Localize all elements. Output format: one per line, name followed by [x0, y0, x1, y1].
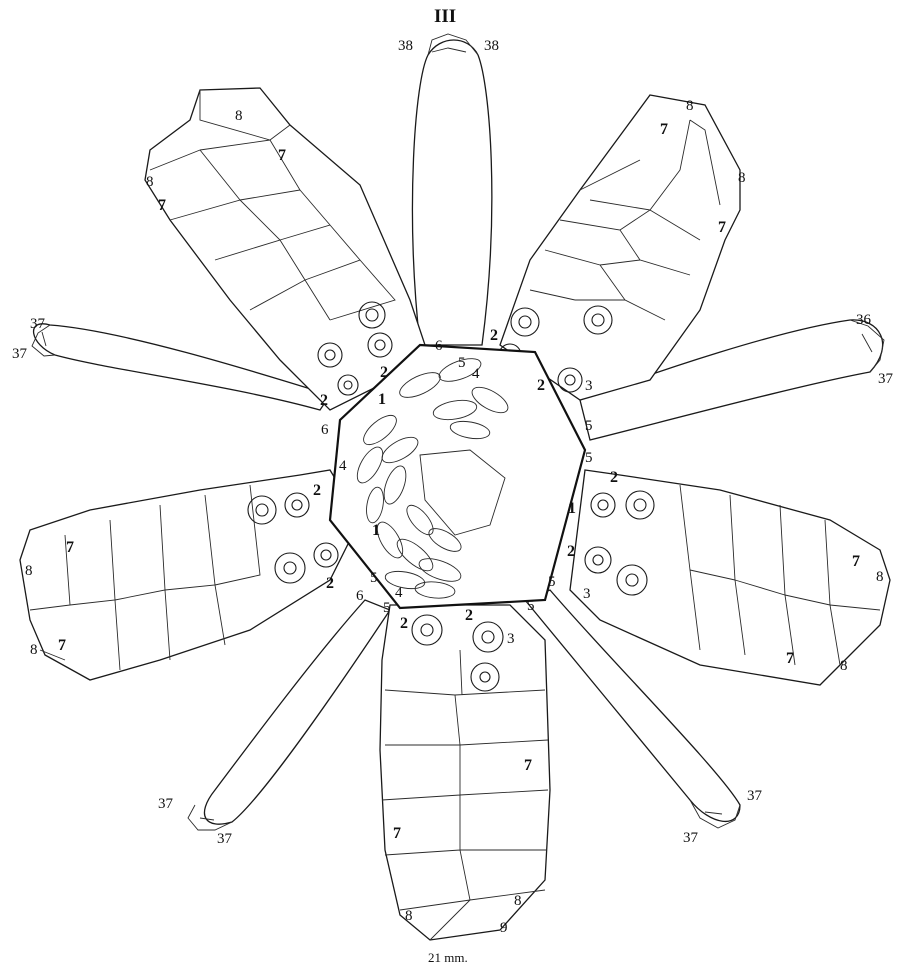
- plate-label-5: 5: [585, 418, 593, 434]
- arm-label-7: 7: [852, 553, 860, 570]
- plate-label-5: 5: [548, 574, 556, 590]
- plate-label-2: 2: [326, 575, 334, 592]
- plate-label-4: 4: [339, 458, 347, 474]
- arm-label-8: 8: [840, 658, 848, 674]
- plate-label-3: 3: [585, 378, 593, 394]
- plate-label-4: 4: [472, 366, 480, 382]
- arm-label-8: 8: [30, 642, 38, 658]
- ray-label-upper-left-a: 37: [30, 316, 46, 332]
- ray-label-top-left: 38: [398, 38, 413, 54]
- plate-label-5: 5: [458, 355, 466, 371]
- ray-label-lower-right-a: 37: [747, 788, 763, 804]
- plate-label-2: 2: [490, 327, 498, 344]
- plate-label-1: 1: [378, 391, 386, 408]
- arm-label-9: 9: [500, 920, 508, 936]
- arm-label-7: 7: [660, 121, 668, 138]
- plate-label-3: 3: [583, 586, 591, 602]
- arm-label-7: 7: [66, 539, 74, 556]
- arm-label-7: 7: [524, 757, 532, 774]
- ray-label-top-right: 38: [484, 38, 499, 54]
- plate-label-5: 5: [527, 598, 535, 614]
- plate-label-2: 2: [610, 469, 618, 486]
- plate-label-6: 6: [356, 588, 364, 604]
- arm-label-7: 7: [393, 825, 401, 842]
- arm-label-7: 7: [786, 650, 794, 667]
- ray-label-upper-left-b: 37: [12, 346, 28, 362]
- arm-label-7: 7: [278, 147, 286, 164]
- arm-label-7: 7: [58, 637, 66, 654]
- arm-label-7: 7: [158, 197, 166, 214]
- arm-label-8: 8: [738, 170, 746, 186]
- arm-label-8: 8: [686, 98, 694, 114]
- plate-label-2: 2: [380, 364, 388, 381]
- ray-label-lower-left-b: 37: [217, 831, 233, 847]
- arm-label-8: 8: [25, 563, 33, 579]
- arm-label-8: 8: [235, 108, 243, 124]
- plate-label-4: 4: [395, 585, 403, 601]
- plate-label-2: 2: [465, 607, 473, 624]
- arm-label-7: 7: [718, 219, 726, 236]
- ray-label-lower-left-a: 37: [158, 796, 174, 812]
- arm-right: [570, 470, 890, 685]
- plate-label-5: 5: [370, 570, 378, 586]
- plate-label-6: 6: [435, 338, 443, 354]
- plate-label-2: 2: [313, 482, 321, 499]
- plate-label-2: 2: [567, 543, 575, 560]
- arm-left: [20, 470, 360, 680]
- ray-top: [412, 34, 491, 345]
- plate-label-5: 5: [585, 450, 593, 466]
- plate-label-5: 5: [383, 600, 391, 616]
- plate-label-2: 2: [320, 392, 328, 409]
- plate-label-2: 2: [400, 615, 408, 632]
- arm-label-8: 8: [876, 569, 884, 585]
- plate-label-2: 2: [537, 377, 545, 394]
- arm-label-8: 8: [405, 908, 413, 924]
- plate-label-3: 3: [507, 631, 515, 647]
- arm-label-8: 8: [514, 893, 522, 909]
- ray-label-lower-right-b: 37: [683, 830, 699, 846]
- ray-label-upper-right-a: 36: [856, 312, 872, 328]
- roman-numeral-label: III: [434, 6, 456, 27]
- plate-label-1: 1: [568, 500, 576, 517]
- plate-label-6: 6: [321, 422, 329, 438]
- arm-label-8: 8: [146, 174, 154, 190]
- scale-caption: 21 mm.: [428, 950, 468, 965]
- plate-label-1: 1: [372, 522, 380, 539]
- ray-label-upper-right-b: 37: [878, 371, 894, 387]
